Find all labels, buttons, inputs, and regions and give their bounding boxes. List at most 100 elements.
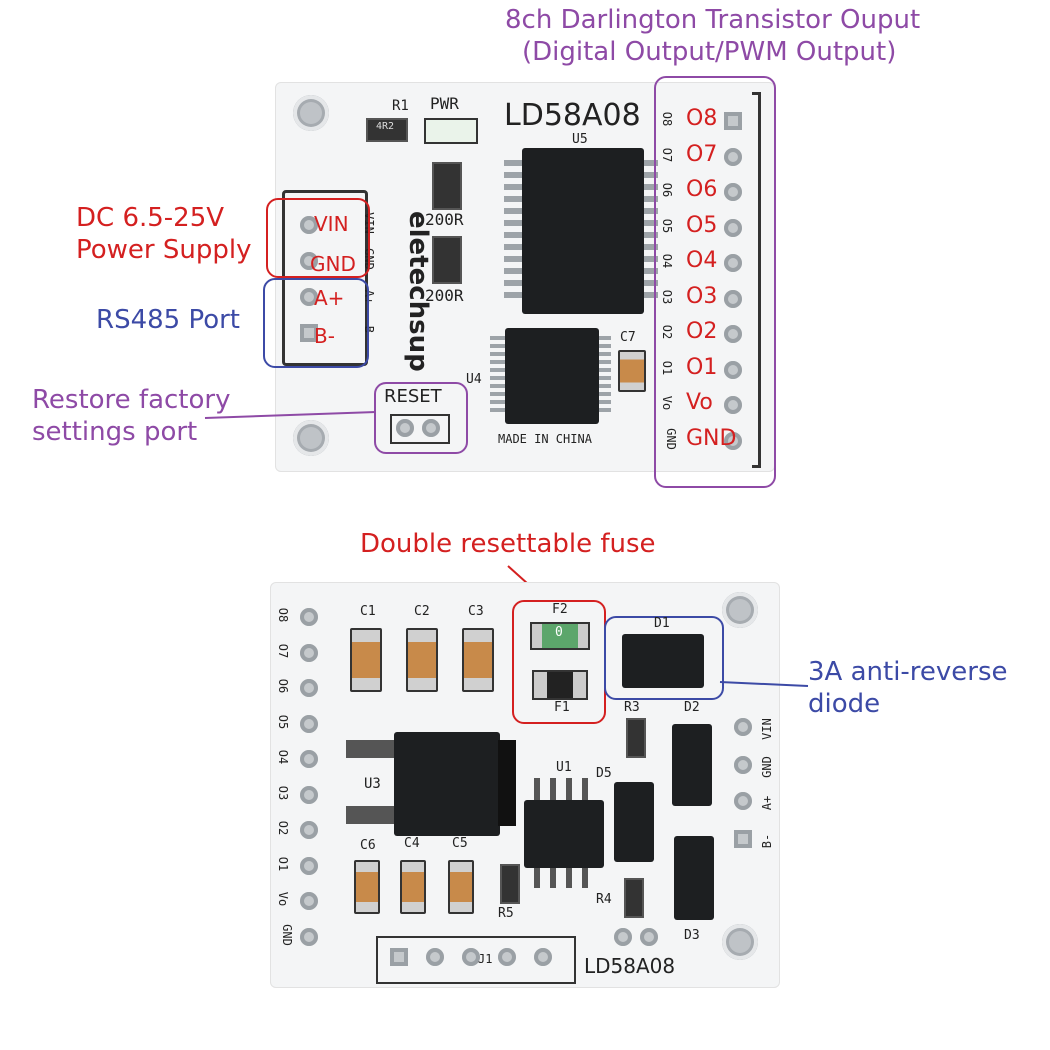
r4-resistor (624, 878, 644, 918)
output-pin-label: O5 (686, 212, 718, 238)
c1-capacitor (350, 628, 382, 692)
reset-frame (374, 382, 468, 454)
pin-pad (534, 948, 552, 966)
bottom-left-silk-label: O1 (276, 856, 291, 871)
bottom-left-pin-pad (300, 714, 318, 733)
output-pin-pad (724, 360, 742, 379)
f2-label: F2 (552, 602, 568, 617)
r1-code: 4R2 (376, 121, 395, 132)
chip-legs (504, 160, 522, 300)
pin-pad (422, 419, 440, 437)
output-silk-label: O8 (660, 111, 675, 127)
j1-label: J1 (478, 952, 493, 966)
c1-label: C1 (360, 604, 376, 619)
mounting-hole (293, 95, 329, 131)
f1-fuse (532, 670, 588, 700)
output-silk-label: O5 (660, 218, 675, 233)
j1-header (376, 936, 576, 984)
d2-label: D2 (684, 700, 700, 715)
resistor (432, 236, 462, 284)
output-pin-pad (724, 431, 742, 450)
power-callout-line2: Power Supply (76, 235, 252, 265)
u1-chip (524, 800, 604, 868)
reset-header (390, 414, 450, 444)
output-pin-label: O6 (686, 177, 718, 202)
f2-fuse (530, 622, 590, 650)
pin-pad (300, 324, 318, 342)
pin-pad (734, 792, 752, 810)
pwr-led (424, 118, 478, 144)
u4-label: U4 (466, 372, 482, 387)
pin-label-a-plus: A+ (314, 286, 345, 310)
c6-capacitor (354, 860, 380, 914)
output-pin-pad (724, 147, 742, 166)
restore-callout-line1: Restore factory (32, 385, 231, 415)
d5-diode (614, 782, 654, 862)
diode-frame (604, 616, 724, 700)
rs485-frame (263, 278, 369, 368)
r1-resistor (366, 118, 408, 142)
pin-pad (734, 830, 752, 848)
pin-pad (498, 948, 516, 966)
u3-tab (346, 806, 398, 824)
u1-legs (534, 778, 594, 800)
pin-label-vin: VIN (314, 212, 349, 236)
output-silk-label: O3 (660, 289, 675, 304)
rs485-callout: RS485 Port (96, 305, 241, 335)
pin-label-b-minus: B- (314, 324, 335, 348)
u4-chip (505, 328, 599, 424)
c4-capacitor (400, 860, 426, 914)
c4-label: C4 (404, 836, 420, 851)
right-silk-vin: VIN (759, 718, 774, 740)
bottom-left-silk-label: O2 (276, 820, 291, 836)
d1-label: D1 (654, 616, 670, 631)
bottom-left-silk-label: GND (279, 923, 294, 946)
c5-capacitor (448, 860, 474, 914)
c3-label: C3 (468, 604, 484, 619)
u3-label: U3 (364, 776, 381, 792)
output-pin-pad (724, 112, 742, 130)
pin-pad (300, 252, 318, 270)
res-value-2: 200R (425, 286, 464, 305)
power-frame (266, 198, 370, 278)
pin-pad (734, 756, 752, 774)
u1-label: U1 (556, 760, 572, 775)
pin-pad (396, 419, 414, 437)
d3-label: D3 (684, 928, 700, 943)
bottom-left-pin-pad (300, 785, 318, 804)
res-value-1: 200R (425, 210, 464, 229)
resistor (432, 162, 462, 210)
d5-label: D5 (596, 766, 612, 781)
bottom-left-pin-pad (300, 821, 318, 839)
pin-pad (426, 948, 444, 966)
output-pin-label: O1 (686, 354, 718, 380)
pin-pad (462, 948, 480, 966)
diode-callout-line2: diode (808, 689, 881, 719)
bottom-left-silk-label: O4 (276, 749, 291, 765)
mounting-hole (722, 592, 758, 628)
output-silk-label: O6 (660, 182, 675, 198)
output-pin-pad (724, 396, 742, 414)
bottom-left-pin-pad (300, 856, 318, 875)
bottom-left-silk-label: Vo (276, 891, 291, 907)
c3-capacitor (462, 628, 494, 692)
output-silk-label: O7 (660, 147, 675, 162)
pwr-label: PWR (430, 94, 459, 113)
d2-diode (672, 724, 712, 806)
mounting-hole (722, 924, 758, 960)
output-pin-pad (724, 183, 742, 201)
fuse-callout: Double resettable fuse (360, 529, 656, 559)
brand-label: eletechsup (403, 211, 433, 372)
output-pin-label: GND (686, 425, 737, 451)
output-pin-pad (724, 289, 742, 308)
bottom-left-pin-pad (300, 608, 318, 626)
f1-label: F1 (554, 700, 570, 715)
pin-pad (300, 216, 318, 234)
pin-label-gnd: GND (310, 252, 356, 276)
bottom-left-silk-label: O5 (276, 714, 291, 729)
bottom-left-pin-pad (300, 750, 318, 768)
top-model-label: LD58A08 (504, 98, 641, 133)
bottom-left-silk-label: O7 (276, 643, 291, 658)
power-callout-line1: DC 6.5-25V (76, 203, 225, 233)
chip-legs (599, 336, 611, 416)
